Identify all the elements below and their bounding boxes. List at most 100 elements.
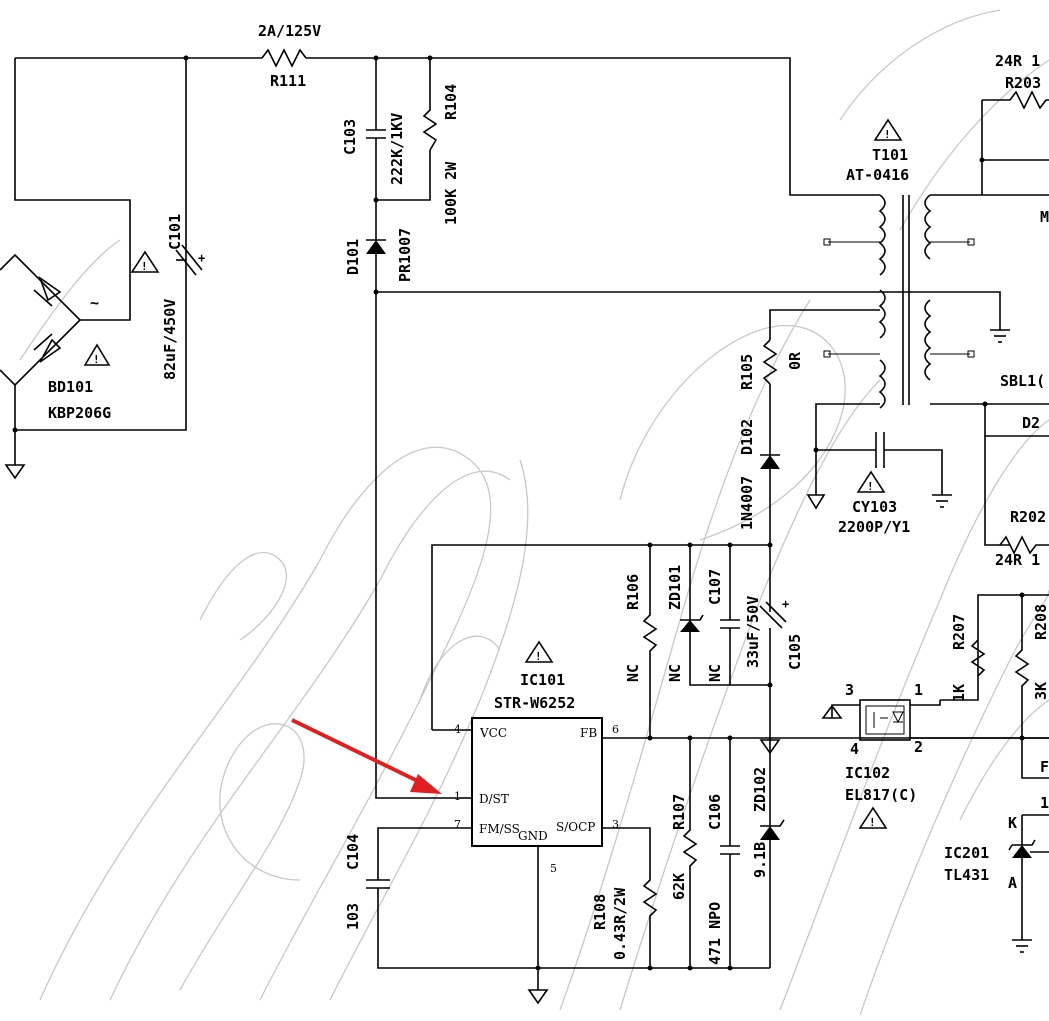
r105-ref: R105 [738,354,756,390]
svg-text:!: ! [884,128,891,141]
r106-ref: R106 [624,574,642,610]
c104-value: 103 [344,903,362,930]
c101-value: 82uF/450V [161,299,179,380]
optocoupler-ic102: 3 1 4 2 IC102 EL817(C) ! [821,681,1049,829]
one-label: 1 [1040,794,1049,812]
pin-dst-label: D/ST [479,792,509,806]
r203-ref: R203 [1005,74,1041,92]
t101-ref: T101 [872,146,908,164]
ic102-pin3: 3 [845,681,854,699]
r202-value: 24R 1 [995,551,1040,569]
zd101-value: NC [666,664,684,682]
r108-value: 0.43R/2W [611,887,629,960]
tl431-a: A [1008,874,1017,892]
svg-text:!: ! [867,480,874,493]
r106-value: NC [624,664,642,682]
r107-ref: R107 [670,794,688,830]
r202-ref: R202 [1010,508,1046,526]
diode-d101: D101 PR1007 [344,200,1001,799]
r208-ref: R208 [1032,604,1049,640]
pin-vcc-label: VCC [479,726,507,740]
svg-text:!: ! [869,816,876,829]
pin-5-num: 5 [550,862,557,875]
fuse-ref: R111 [270,72,306,90]
r104-value: 100K 2W [442,161,460,225]
c107-ref: C107 [706,569,724,605]
ic101-part: STR-W6252 [494,694,575,712]
ic102-pin2: 2 [914,738,923,756]
ic201-part: TL431 [944,866,989,884]
watermark [19,9,1049,1016]
sbl-ref: SBL1( [1000,372,1045,390]
zd102-value: 9.1B [751,842,769,878]
bridge-ref: BD101 [48,378,93,396]
zd101-ref: ZD101 [666,565,684,610]
svg-text:!: ! [141,260,148,273]
pin-socp-label: S/OCP [556,820,595,834]
cy103-value: 2200P/Y1 [838,518,910,536]
pin-fmss-label: FM/SS [479,822,520,836]
c105-ref: C105 [786,634,804,670]
cy103-ref: CY103 [852,498,897,516]
bridge-part: KBP206G [48,404,111,422]
c103-value: 222K/1KV [388,113,406,185]
ic101-ref: IC101 [520,671,565,689]
capacitor-c101: + ! C101 82uF/450V [130,214,205,380]
pin-7-num: 7 [454,818,461,831]
m-label: M [1040,208,1049,226]
shunt-ic201: K A IC201 TL431 [944,814,1049,953]
d102-ref: D102 [738,419,756,455]
d101-ref: D101 [344,239,362,275]
snubber-c103-r104: C103 222K/1KV R104 100K 2W [341,58,460,225]
d2-ref: D2 [1022,414,1040,432]
secondary-d2-r202: D2 R202 24R 1 [982,401,1049,569]
ic201-ref: IC201 [944,844,989,862]
secondary-r203: 24R 1 R203 SBL1( [979,52,1049,390]
ac-symbol: ~ [90,294,99,312]
transformer-t101: ! T101 AT-0416 M [769,118,1049,495]
r105-value: 0R [786,351,804,370]
svg-text:!: ! [535,650,542,663]
r207-value: 1K [950,684,968,702]
r108-ref: R108 [591,894,609,930]
ic101: ! IC101 STR-W6252 VCC FB D/ST FM/SS GND … [344,640,1049,1005]
svg-text:+: + [198,251,205,265]
d101-part: PR1007 [396,228,414,282]
f-label: F [1040,758,1049,776]
aux-r105-d102: R105 0R D102 1N4007 [738,339,804,545]
zd102-ref: ZD102 [751,767,769,812]
fuse-r111: 2A/125V R111 [15,22,845,196]
c101-ref: C101 [166,214,184,250]
r207-ref: R207 [950,614,968,650]
bridge-rectifier-bd101: ~ ! BD101 KBP206G [0,58,187,480]
pin-3-num: 3 [612,818,619,831]
t101-part: AT-0416 [846,166,909,184]
r208-value: 3K [1032,682,1049,700]
svg-text:!: ! [93,353,100,366]
r203-value: 24R 1 [995,52,1040,70]
pin-1-num: 1 [454,790,461,803]
pin-gnd-label: GND [518,829,548,843]
fuse-rating: 2A/125V [258,22,321,40]
capacitor-cy103: ! CY103 2200P/Y1 [806,432,952,536]
c104-ref: C104 [344,834,362,870]
r104-ref: R104 [442,84,460,120]
c105-value: 33uF/50V [744,596,762,668]
ic102-ref: IC102 [845,764,890,782]
fb-network: R107 62K C106 471 NPO ZD102 9.1B [670,738,785,971]
c107-value: NC [706,664,724,682]
c106-ref: C106 [706,794,724,830]
pin-6-num: 6 [612,723,619,736]
secondary-r207-r208: R207 1K R208 3K F 1 [940,592,1049,816]
tl431-k: K [1008,814,1017,832]
c103-ref: C103 [341,119,359,155]
r107-value: 62K [670,873,688,900]
pin-fb-label: FB [580,726,597,740]
ic102-part: EL817(C) [845,786,917,804]
c106-value: 471 NPO [706,902,724,965]
ic102-pin1: 1 [914,681,923,699]
ic102-pin4: 4 [850,740,859,758]
vcc-rail: R106 NC ZD101 NC C107 NC + 33uF/50V C105 [431,542,804,755]
d102-part: 1N4007 [738,476,756,530]
